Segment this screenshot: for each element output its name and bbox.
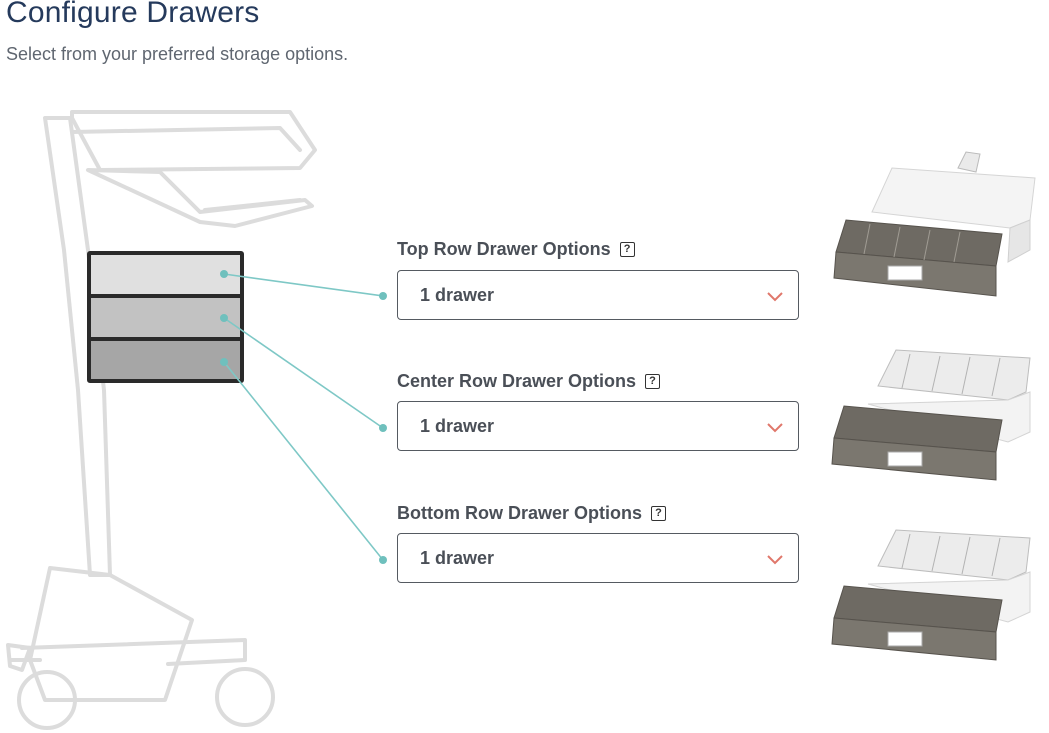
help-icon[interactable]: ?: [645, 374, 661, 389]
top-drawer-photo: [833, 151, 1036, 297]
top-row-label: Top Row Drawer Options ?: [397, 239, 635, 260]
help-icon[interactable]: ?: [651, 506, 667, 521]
center-row-label-text: Center Row Drawer Options: [397, 371, 637, 391]
chevron-down-icon: [767, 292, 783, 302]
center-row-label: Center Row Drawer Options ?: [397, 371, 661, 392]
help-icon[interactable]: ?: [619, 242, 635, 257]
select-value: 1 drawer: [420, 416, 495, 436]
page-subtitle: Select from your preferred storage optio…: [6, 44, 349, 64]
center-drawer-photo: [831, 349, 1031, 481]
top-row-label-text: Top Row Drawer Options: [397, 239, 611, 259]
connector-lines: [220, 270, 387, 564]
select-value: 1 drawer: [420, 285, 495, 305]
bottom-drawer-segment: [91, 341, 240, 379]
select-value: 1 drawer: [420, 548, 495, 568]
chevron-down-icon: [767, 423, 783, 433]
center-row-drawer-select[interactable]: 1 drawer: [397, 401, 799, 451]
cart-outline: [6, 110, 317, 730]
drawer-stack: [87, 251, 244, 383]
top-row-drawer-select[interactable]: 1 drawer: [397, 270, 799, 320]
bottom-row-label: Bottom Row Drawer Options ?: [397, 503, 667, 524]
bottom-row-label-text: Bottom Row Drawer Options: [397, 503, 643, 523]
bottom-row-drawer-select[interactable]: 1 drawer: [397, 533, 799, 583]
page-title: Configure Drawers: [6, 0, 260, 29]
center-drawer-segment: [91, 298, 240, 337]
chevron-down-icon: [767, 555, 783, 565]
top-drawer-segment: [91, 255, 240, 294]
bottom-drawer-photo: [831, 529, 1031, 661]
